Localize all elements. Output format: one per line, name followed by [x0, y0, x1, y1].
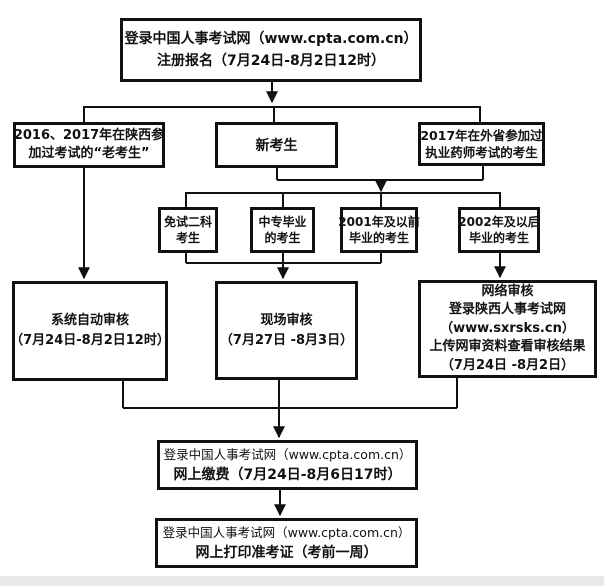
node-new-candidate-line1: 新考生 [255, 138, 298, 154]
node-other-province: 2017年在外省参加过 执业药师考试的考生 [418, 122, 545, 166]
node-vocational-line1: 中专毕业 [258, 215, 307, 229]
node-auto-review: 系统自动审核 （7月24日-8月2日12时） [10, 281, 170, 381]
node-register-line2: 注册报名（7月24日-8月2日12时） [157, 53, 385, 69]
node-online-review-line3: （www.sxrsks.cn） [440, 320, 575, 336]
node-grad-before-2001-line2: 毕业的考生 [348, 231, 409, 245]
node-auto-review-line2: （7月24日-8月2日12时） [10, 333, 170, 348]
node-online-review: 网络审核 登录陕西人事考试网 （www.sxrsks.cn） 上传网审资料查看审… [418, 280, 597, 378]
node-other-province-line2: 执业药师考试的考生 [425, 145, 538, 160]
node-onsite-review-line2: （7月27日 -8月3日） [219, 332, 354, 348]
node-grad-after-2002-line2: 毕业的考生 [468, 231, 529, 245]
node-print-line2: 网上打印准考证（考前一周） [195, 545, 378, 561]
node-onsite-review-line1: 现场审核 [260, 312, 313, 328]
node-onsite-review: 现场审核 （7月27日 -8月3日） [215, 281, 358, 380]
node-auto-review-line1: 系统自动审核 [50, 313, 129, 328]
node-exempt-line2: 考生 [175, 231, 200, 245]
node-grad-before-2001: 2001年及以前 毕业的考生 [338, 207, 420, 253]
node-exempt-two-subjects: 免试二科 考生 [158, 207, 218, 253]
node-print-line1: 登录中国人事考试网（www.cpta.com.cn） [162, 525, 411, 540]
node-grad-after-2002-line1: 2002年及以后 [458, 215, 540, 229]
node-old-candidate: 2016、2017年在陕西参 加过考试的“老考生” [13, 122, 165, 168]
node-register: 登录中国人事考试网（www.cpta.com.cn） 注册报名（7月24日-8月… [120, 18, 422, 82]
node-pay-line1: 登录中国人事考试网（www.cpta.com.cn） [163, 447, 412, 462]
node-new-candidate: 新考生 [215, 122, 338, 168]
footer-strip [0, 576, 604, 586]
node-online-review-line4: 上传网审资料查看审核结果 [429, 339, 586, 355]
node-print-ticket: 登录中国人事考试网（www.cpta.com.cn） 网上打印准考证（考前一周） [155, 518, 418, 568]
node-online-payment: 登录中国人事考试网（www.cpta.com.cn） 网上缴费（7月24日-8月… [157, 440, 418, 490]
node-online-review-line2: 登录陕西人事考试网 [448, 302, 566, 318]
node-old-candidate-line1: 2016、2017年在陕西参 [13, 128, 165, 143]
node-online-review-line1: 网络审核 [481, 283, 534, 299]
node-register-line1: 登录中国人事考试网（www.cpta.com.cn） [124, 31, 418, 47]
node-vocational-line2: 的考生 [264, 231, 301, 245]
node-other-province-line1: 2017年在外省参加过 [420, 128, 543, 143]
node-vocational-grad: 中专毕业 的考生 [250, 207, 315, 253]
node-exempt-line1: 免试二科 [163, 215, 212, 229]
node-grad-before-2001-line1: 2001年及以前 [338, 215, 420, 229]
node-online-review-line5: （7月24日 -8月2日） [440, 357, 575, 373]
node-old-candidate-line2: 加过考试的“老考生” [28, 146, 150, 161]
node-pay-line2: 网上缴费（7月24日-8月6日17时） [173, 467, 402, 483]
node-grad-after-2002: 2002年及以后 毕业的考生 [458, 207, 540, 253]
